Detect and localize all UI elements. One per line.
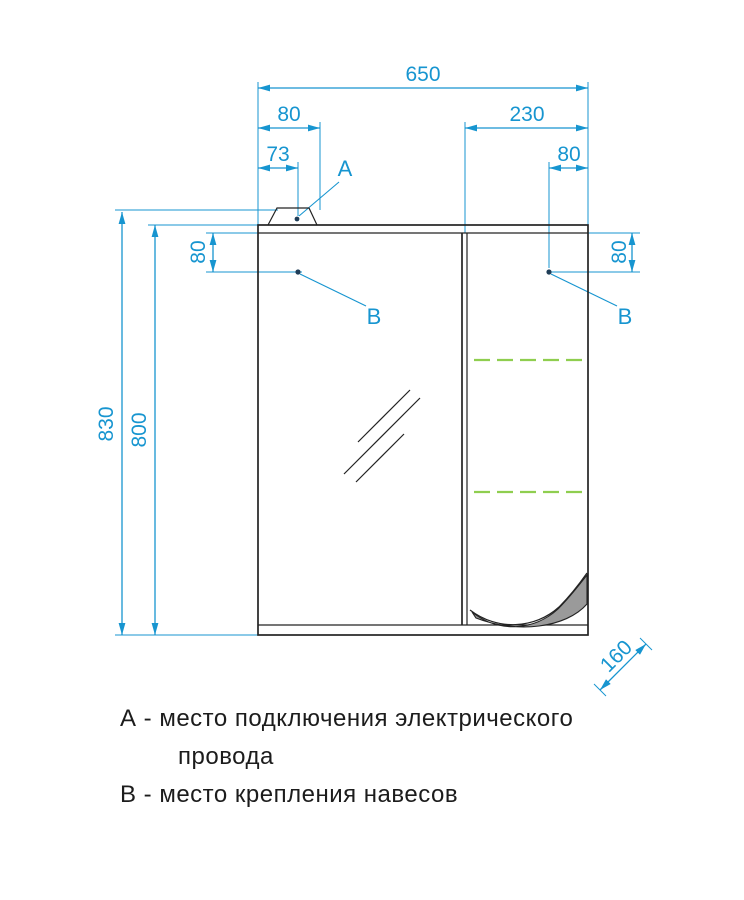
mirror-hatch: [343, 389, 421, 483]
curved-bottom-shelf: [469, 572, 588, 628]
dimension-lines: [118, 84, 647, 691]
dim-point-b-right-offset: 80: [557, 143, 580, 166]
dim-top-left-offset: 80: [277, 103, 300, 126]
dimension-texts: 650 80 230 73 80 80 80 830 800 160: [95, 63, 637, 677]
point-annotations: А В В: [294, 156, 633, 329]
dim-side-left-drop: 80: [187, 240, 210, 263]
cabinet-outline: [257, 207, 589, 636]
legend-line-2: провода: [178, 743, 274, 770]
dim-cabinet-height: 800: [128, 412, 151, 447]
point-a-label: А: [338, 156, 353, 181]
point-b-right-label: В: [618, 304, 633, 329]
legend-line-1: А - место подключения электрического: [120, 705, 573, 732]
curved-shelf-front: [471, 573, 588, 628]
dim-depth: 160: [596, 636, 637, 677]
dim-side-right-drop: 80: [608, 240, 631, 263]
cabinet-body: [257, 224, 589, 636]
legend-line-3: В - место крепления навесов: [120, 781, 458, 808]
point-b-left-dot: [295, 269, 301, 275]
leader-b-left: [299, 273, 367, 307]
point-b-left-label: В: [367, 304, 382, 329]
leader-a: [298, 181, 340, 217]
curved-shelf-edge: [469, 572, 588, 626]
leader-b-right: [550, 273, 618, 307]
point-b-right-dot: [546, 269, 552, 275]
legend: А - место подключения электрического про…: [120, 705, 573, 808]
point-a-dot: [294, 216, 300, 222]
dim-right-section-width: 230: [509, 103, 544, 126]
dim-total-height: 830: [95, 406, 118, 441]
dim-total-width: 650: [405, 63, 440, 86]
light-fixture: [267, 207, 318, 226]
shelf-lines: [474, 358, 582, 494]
dim-point-a-offset: 73: [266, 143, 289, 166]
